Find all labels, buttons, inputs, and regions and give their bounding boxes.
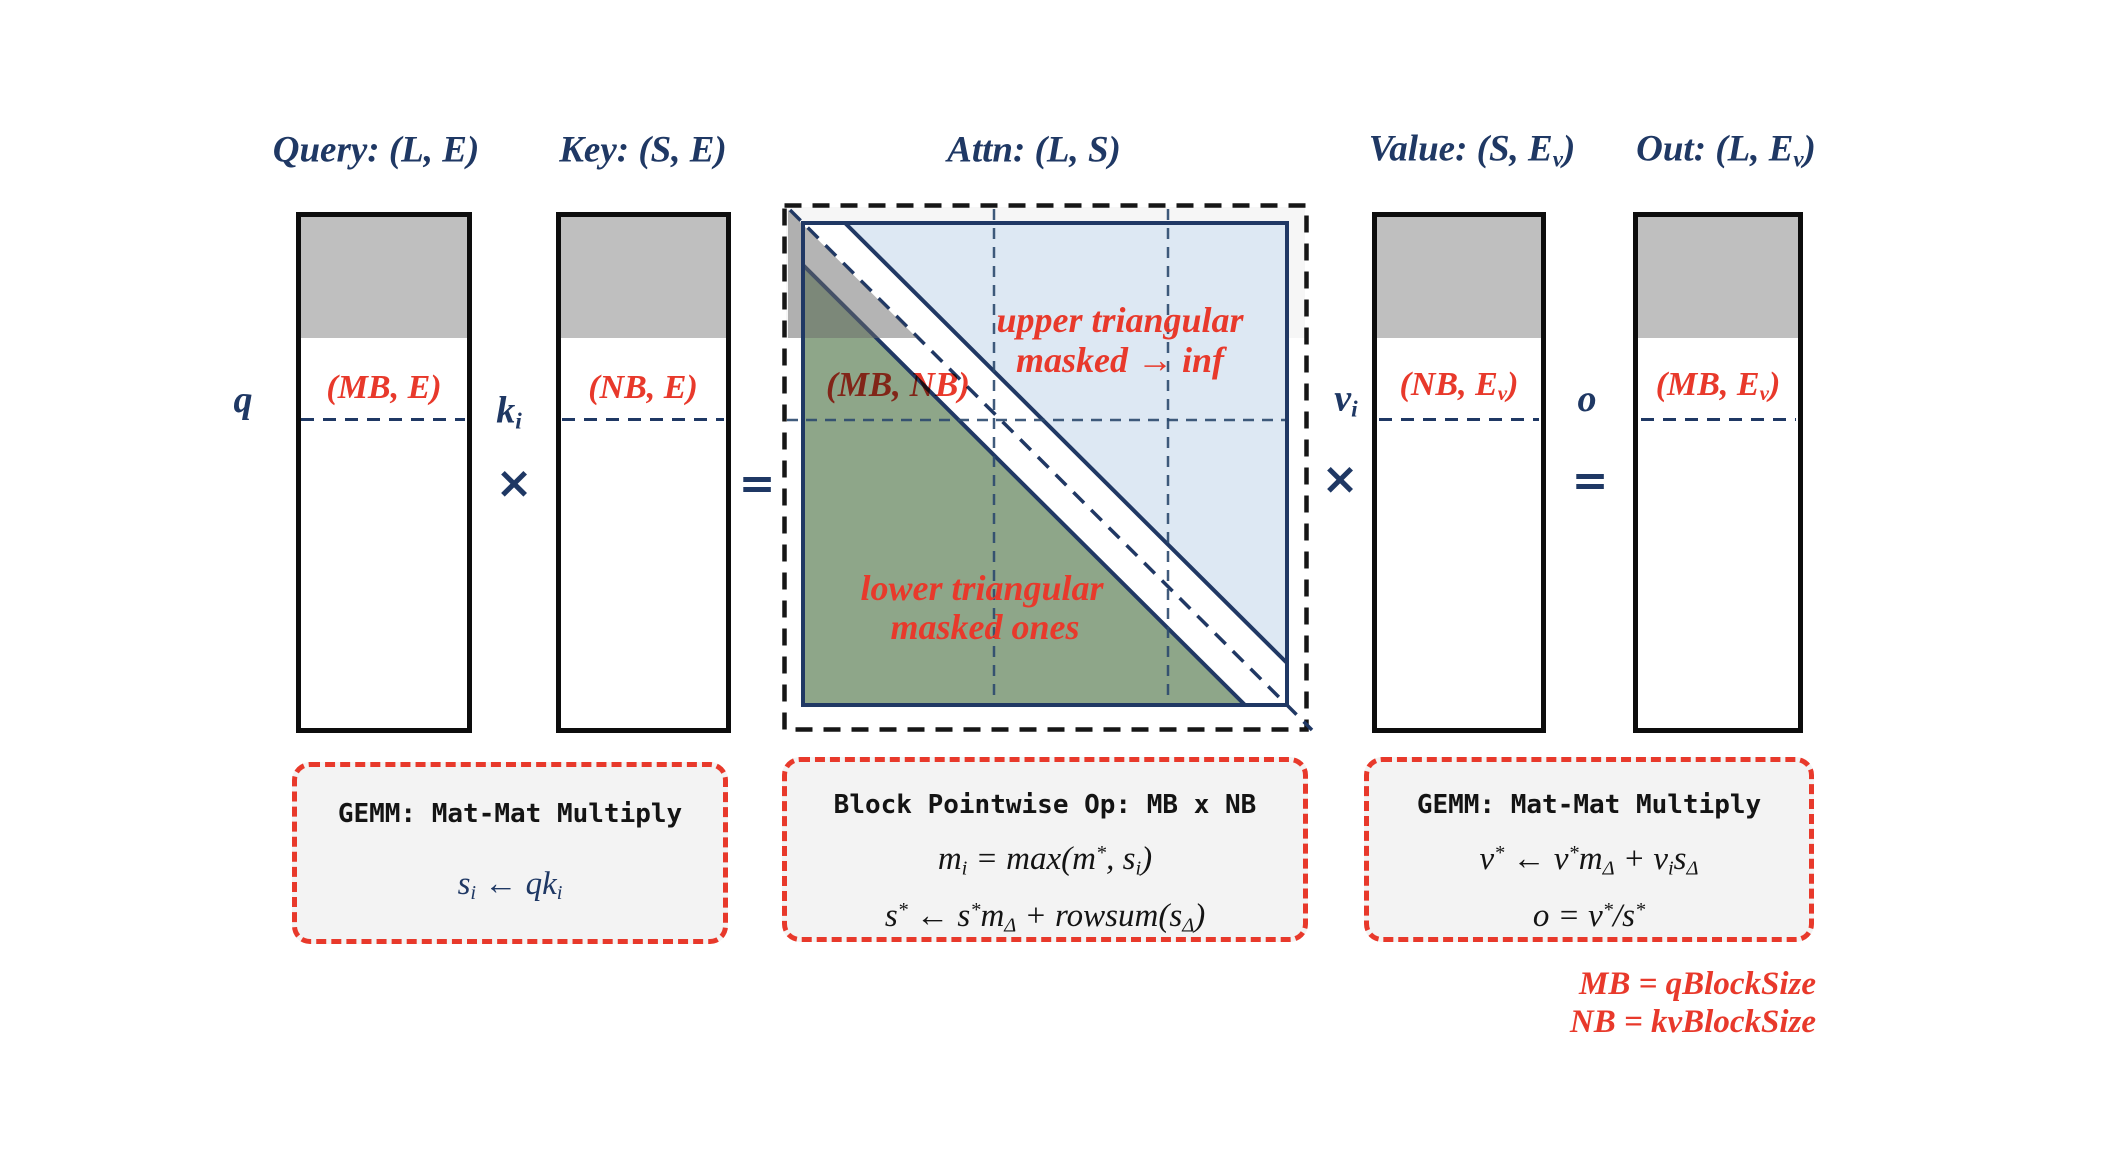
qk-gemm-title: GEMM: Mat-Mat Multiply [337,799,683,829]
lower-triangular-note-line2: masked ones [890,607,1080,647]
attn-gray-corner-block [788,210,917,338]
upper-triangular-note-line1: upper triangular [996,300,1244,340]
k-var-label: ki [496,389,522,435]
lower-triangular-note-line1: lower triangular [860,568,1104,608]
q-var-label: q [233,379,253,421]
pv-gemm-title: GEMM: Mat-Mat Multiply [1416,790,1762,820]
value-block-divider [1379,418,1539,421]
attn-block-label: (MB, NB) [826,365,970,404]
out-processed-region [1638,217,1798,338]
diagonal-band-lower-edge [801,263,1247,707]
nb-definition: NB = kvBlockSize [1569,1004,1816,1040]
equals-operator-attn: = [738,458,776,510]
multiply-operator-pv: × [1321,453,1359,505]
key-block-label: (NB, E) [588,369,698,406]
attn-outer-dashed-border [782,203,1309,732]
out-shape-label: Out: (L, Ev) [1636,128,1816,172]
attn-shape-label: Attn: (L, S) [947,129,1121,171]
out-block-divider [1641,418,1796,421]
value-matrix [1372,212,1546,733]
pointwise-op-title: Block Pointwise Op: MB x NB [833,790,1257,820]
key-block-divider [562,418,724,421]
pv-gemm-formula-1: v* ← v*mΔ + visΔ [1479,841,1699,880]
diagonal-band-upper-edge [843,221,1289,665]
key-processed-region [561,217,726,338]
value-block-label: (NB, Ev) [1399,365,1519,406]
query-matrix [296,212,472,733]
pv-gemm-formula-2: o = v*/s* [1532,898,1646,935]
out-block-label: (MB, Ev) [1655,365,1781,406]
pointwise-formula-1: mi = max(m*, si) [937,841,1153,880]
v-var-label: vi [1334,377,1358,423]
value-shape-label: Value: (S, Ev) [1368,128,1576,172]
qk-gemm-box: GEMM: Mat-Mat Multiply si ← qki [292,762,728,944]
query-shape-label: Query: (L, E) [272,129,480,171]
o-var-label: o [1577,378,1597,420]
pointwise-formula-2: s* ← s*mΔ + rowsum(sΔ) [884,898,1206,937]
query-block-label: (MB, E) [326,369,442,406]
multiply-operator-qk: × [495,457,533,509]
value-processed-region [1377,217,1541,338]
equals-operator-out: = [1571,455,1609,507]
key-shape-label: Key: (S, E) [559,129,727,171]
upper-triangular-note-line2: masked → inf [1015,340,1225,380]
attn-matrix-graphic [782,203,1314,732]
query-block-divider [301,418,465,421]
qk-gemm-formula: si ← qki [457,866,563,905]
attn-inner-border [801,221,1289,707]
diagonal-dashed-line [788,208,1314,732]
key-matrix [556,212,731,733]
out-matrix [1633,212,1803,733]
pv-gemm-box: GEMM: Mat-Mat Multiply v* ← v*mΔ + visΔ … [1364,757,1814,942]
query-processed-region [301,217,467,338]
pointwise-op-box: Block Pointwise Op: MB x NB mi = max(m*,… [782,757,1308,942]
blocksize-legend: MB = qBlockSize NB = kvBlockSize [1570,965,1816,1041]
mb-definition: MB = qBlockSize [1579,966,1816,1002]
